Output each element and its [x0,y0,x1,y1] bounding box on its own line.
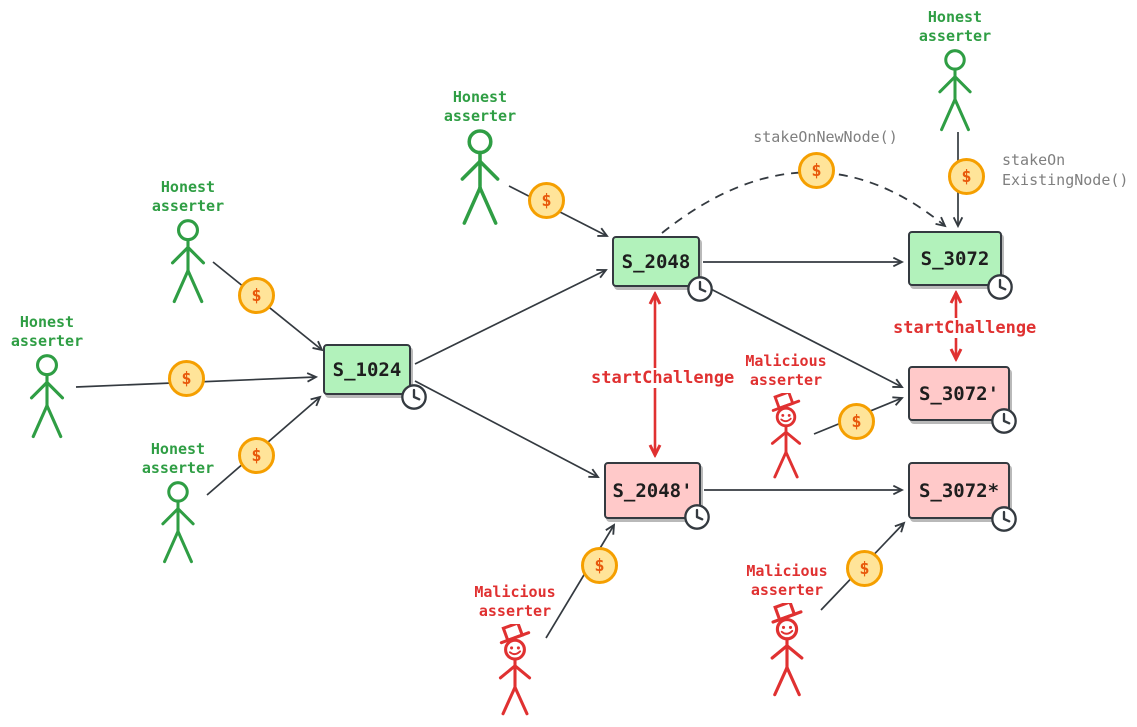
clock-icon [684,504,710,530]
coin-dollar-symbol: $ [181,368,192,389]
actor-label: Honest asserter [10,313,84,350]
coin-dollar-symbol: $ [961,166,972,187]
clock-icon [991,506,1017,532]
coin-icon: $ [168,360,205,397]
coin-dollar-symbol: $ [251,445,262,466]
node-s3072: S_3072 [908,231,1002,286]
node-s1024: S_1024 [323,344,411,395]
clock-icon [401,384,427,410]
coin-icon: $ [581,547,618,584]
coin-icon: $ [528,182,565,219]
actor-honest-top-right: Honest asserter [910,8,1000,133]
coin-dollar-symbol: $ [541,190,552,211]
coin-dollar-symbol: $ [811,160,822,181]
coin-dollar-symbol: $ [859,558,870,579]
honest-asserter-figure [159,219,217,305]
node-s1024-label: S_1024 [332,358,402,381]
node-s2048-prime: S_2048' [604,462,701,519]
coin-icon: $ [798,152,835,189]
actor-label: Malicious asserter [745,352,827,389]
node-s3072-star-label: S_3072* [918,479,1000,502]
actor-malicious-middle: Malicious asserter [740,352,832,481]
honest-asserter-figure [149,481,207,565]
actor-honest-far-left: Honest asserter [2,313,92,440]
coin-icon: $ [238,277,275,314]
actor-label: Malicious asserter [746,562,828,599]
node-s2048-prime-label: S_2048' [612,479,693,502]
honest-asserter-figure [926,49,984,133]
coin-dollar-symbol: $ [251,285,262,306]
edge-s2048-to-s3072-prime [702,284,904,388]
clock-icon [991,408,1017,434]
node-s3072-prime-label: S_3072' [918,382,1000,405]
actor-label: Honest asserter [918,8,992,45]
honest-asserter-figure [18,354,76,440]
honest-asserter-figure [449,129,511,227]
clock-icon [987,274,1013,300]
start-challenge-2048-label: startChallenge [588,368,734,388]
actor-honest-lower-left: Honest asserter [133,440,223,565]
coin-icon: $ [846,550,883,587]
edge-s1024-to-s2048-prime [414,380,600,478]
coin-icon: $ [948,158,985,195]
actor-label: Honest asserter [141,440,215,477]
actor-malicious-bottom-center: Malicious asserter [469,583,561,718]
node-s2048: S_2048 [612,236,700,287]
node-s2048-label: S_2048 [621,250,691,273]
start-challenge-3072-label: startChallenge [890,318,1036,338]
coin-icon: $ [838,403,875,440]
node-s3072-label: S_3072 [920,247,990,270]
malicious-asserter-figure [484,624,546,718]
coin-icon: $ [238,437,275,474]
actor-malicious-bottom-right: Malicious asserter [741,562,833,699]
edge-s1024-to-s2048 [414,269,608,365]
coin-dollar-symbol: $ [851,411,862,432]
stake-on-existing-node-label: stakeOn ExistingNode() [1002,151,1129,189]
actor-honest-upper-left: Honest asserter [143,178,233,305]
malicious-asserter-figure [756,393,816,481]
coin-dollar-symbol: $ [594,555,605,576]
actor-label: Honest asserter [443,88,517,125]
actor-label: Honest asserter [151,178,225,215]
actor-label: Malicious asserter [474,583,556,620]
actor-honest-top-middle: Honest asserter [435,88,525,227]
clock-icon [687,276,713,302]
node-s3072-prime: S_3072' [908,366,1010,421]
edge-malicious-bottom-center-to-s2048-prime [545,523,616,639]
stake-on-new-node-label: stakeOnNewNode() [753,128,898,146]
node-s3072-star: S_3072* [908,462,1010,519]
malicious-asserter-figure [756,603,818,699]
